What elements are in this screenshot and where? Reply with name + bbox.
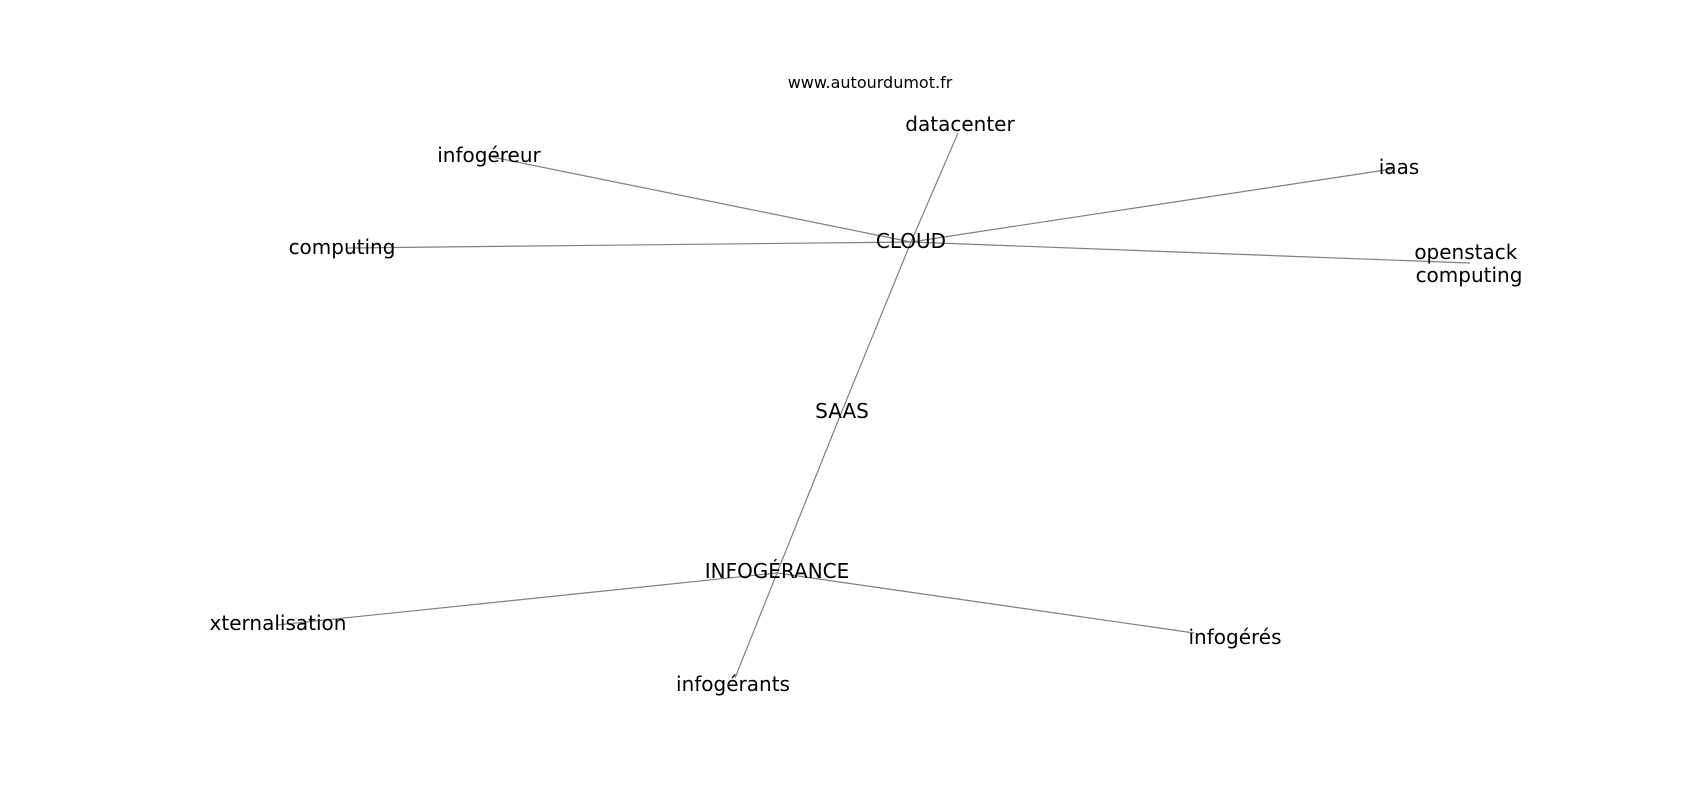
edge-cloud-datacenter (910, 132, 959, 243)
edge-cloud-infogereur (491, 156, 912, 243)
node-cloud[interactable]: CLOUD (876, 229, 946, 253)
node-openstack-line-2: computing (1416, 263, 1523, 287)
edge-infogerance-infogerants (734, 572, 778, 679)
node-saas[interactable]: SAAS (815, 399, 869, 423)
node-openstack-line-1: openstack (1414, 240, 1517, 264)
site-url: www.autourdumot.fr (788, 73, 953, 92)
node-iaas[interactable]: iaas (1379, 155, 1420, 179)
edge-saas-infogerance (776, 410, 843, 574)
edge-infogerance-infogeres (776, 572, 1195, 634)
node-infogeres[interactable]: infogérés (1188, 625, 1281, 649)
node-infogerants[interactable]: infogérants (676, 672, 790, 696)
edge-cloud-computing (345, 241, 912, 249)
edge-cloud-openstack (910, 241, 1471, 264)
node-computing[interactable]: computing (289, 235, 396, 259)
edge-cloud-iaas (910, 168, 1393, 243)
edge-cloud-saas (841, 241, 912, 412)
edge-layer (276, 132, 1471, 679)
node-openstack-computing[interactable]: openstack computing (1414, 240, 1523, 287)
node-infogerance[interactable]: INFOGÉRANCE (705, 559, 850, 583)
node-infogereur[interactable]: infogéreur (437, 143, 541, 167)
edge-infogerance-externalisation (276, 572, 778, 626)
node-externalisation[interactable]: xternalisation (210, 611, 347, 635)
node-datacenter[interactable]: datacenter (905, 112, 1015, 136)
